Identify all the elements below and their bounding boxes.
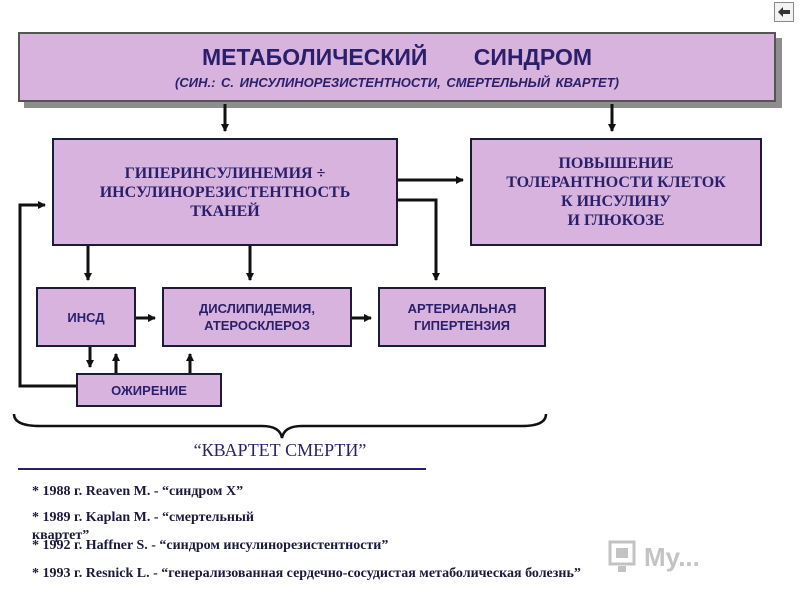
tolerance-line-1: ПОВЫШЕНИЕ [558,155,674,172]
hypertension-box: АРТЕРИАЛЬНАЯ ГИПЕРТЕНЗИЯ [378,287,546,347]
page-subtitle: (СИН.: С. ИНСУЛИНОРЕЗИСТЕНТНОСТИ, СМЕРТЕ… [175,75,619,90]
hypertension-line-1: АРТЕРИАЛЬНАЯ [407,301,517,316]
obesity-label: ОЖИРЕНИЕ [111,382,187,398]
reference-4: * 1993 г. Resnick L. - “генерализованная… [32,566,581,581]
insd-label: ИНСД [67,309,105,325]
page-title: МЕТАБОЛИЧЕСКИЙ СИНДРОМ [201,44,593,70]
tolerance-line-2: ТОЛЕРАНТНОСТИ КЛЕТОК [506,174,726,191]
hyperinsulinemia-line-3: ТКАНЕЙ [190,202,260,220]
hypertension-line-2: ГИПЕРТЕНЗИЯ [413,318,511,333]
tolerance-line-4: И ГЛЮКОЗЕ [567,212,665,229]
dyslipidemia-box: ДИСЛИПИДЕМИЯ, АТЕРОСКЛЕРОЗ [162,287,352,347]
dyslipidemia-line-1: ДИСЛИПИДЕМИЯ, [199,301,315,316]
hyperinsulinemia-line-1: ГИПЕРИНСУЛИНЕМИЯ ÷ [124,164,326,182]
insd-box: ИНСД [36,287,136,347]
quartet-label: “КВАРТЕТ СМЕРТИ” [193,440,367,460]
hyperinsulinemia-box: ГИПЕРИНСУЛИНЕМИЯ ÷ ИНСУЛИНОРЕЗИСТЕНТНОСТ… [52,138,398,246]
tolerance-box: ПОВЫШЕНИЕ ТОЛЕРАНТНОСТИ КЛЕТОК К ИНСУЛИН… [470,138,762,246]
dyslipidemia-line-2: АТЕРОСКЛЕРОЗ [204,318,310,333]
obesity-box: ОЖИРЕНИЕ [76,373,222,407]
reference-3: * 1992 г. Haffner S. - “синдром инсулино… [32,538,389,553]
navigation-arrows-icon[interactable] [774,2,794,22]
quartet-brace [12,413,548,439]
references-divider [18,468,426,470]
tolerance-line-3: К ИНСУЛИНУ [560,193,672,210]
title-box: МЕТАБОЛИЧЕСКИЙ СИНДРОМ (СИН.: С. ИНСУЛИН… [18,32,776,102]
arrow-hyper-to-hypertension [398,198,440,281]
arrow-obesity-to-hyperinsulinemia [18,201,76,388]
mylektsii-logo-icon: My... [608,540,700,572]
reference-2: * 1989 г. Kaplan M. - “смертельный [32,510,254,525]
hyperinsulinemia-line-2: ИНСУЛИНОРЕЗИСТЕНТНОСТЬ [99,183,351,201]
reference-1: * 1988 г. Reaven M. - “синдром X” [32,484,244,499]
reference-2-cont: квартет” [32,528,90,543]
watermark-text: My... [644,542,700,572]
